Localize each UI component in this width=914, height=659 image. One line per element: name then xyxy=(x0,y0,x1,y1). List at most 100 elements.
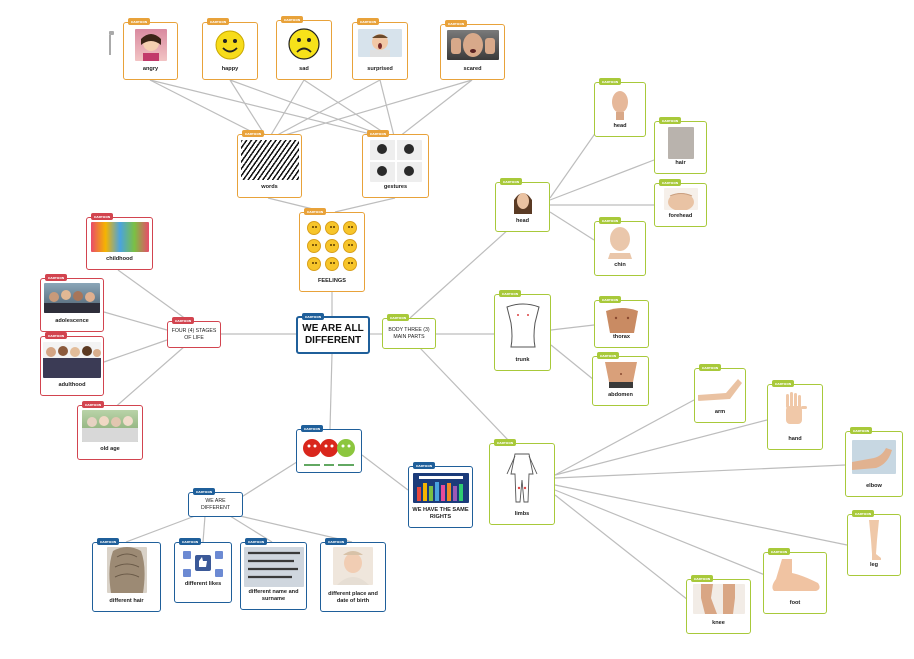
node-tag: ᴄᴀʀᴛᴏᴏɴ xyxy=(207,18,230,25)
thorax-photo xyxy=(604,305,640,333)
center-topic-label: WE ARE ALL DIFFERENT xyxy=(302,323,364,346)
node-label: different name and surname xyxy=(248,589,299,602)
emoji-icon xyxy=(307,257,321,271)
node-thorax[interactable]: ᴄᴀʀᴛᴏᴏɴ thorax xyxy=(594,296,649,348)
node-tag: ᴄᴀʀᴛᴏᴏɴ xyxy=(281,16,304,23)
node-tag: ᴄᴀʀᴛᴏᴏɴ xyxy=(45,332,68,339)
drag-handle-icon[interactable] xyxy=(108,31,115,55)
node-elbow[interactable]: ᴄᴀʀᴛᴏᴏɴ elbow xyxy=(845,427,903,497)
node-tag: ᴄᴀʀᴛᴏᴏɴ xyxy=(445,20,468,27)
node-tag: ᴄᴀʀᴛᴏᴏɴ xyxy=(599,217,622,224)
node-label: limbs xyxy=(514,511,530,517)
childhood-photo xyxy=(90,222,149,252)
node-words[interactable]: ᴄᴀʀᴛᴏᴏɴ words xyxy=(237,130,302,198)
node-we-are-different[interactable]: ᴄᴀʀᴛᴏᴏɴ WE ARE DIFFERENT xyxy=(188,488,243,517)
emoji-icon xyxy=(325,221,339,235)
node-abdomen[interactable]: ᴄᴀʀᴛᴏᴏɴ abdomen xyxy=(592,352,649,406)
node-body[interactable]: ᴄᴀʀᴛᴏᴏɴ BODY THREE (3) MAIN PARTS xyxy=(382,314,436,349)
node-gestures[interactable]: ᴄᴀʀᴛᴏᴏɴ gestures xyxy=(362,130,429,198)
emoji-icon xyxy=(307,239,321,253)
arm-photo xyxy=(698,375,742,401)
like-thumbs-icon xyxy=(181,549,225,579)
node-adolescence[interactable]: ᴄᴀʀᴛᴏᴏɴ adolescence xyxy=(40,274,104,332)
node-tag: ᴄᴀʀᴛᴏᴏɴ xyxy=(45,274,68,281)
emoji-icon xyxy=(325,257,339,271)
node-feelings[interactable]: ᴄᴀʀᴛᴏᴏɴ FEELINGS xyxy=(299,208,365,292)
node-tag: ᴄᴀʀᴛᴏᴏɴ xyxy=(599,296,622,303)
adulthood-photo xyxy=(43,342,101,378)
node-tag: ᴄᴀʀᴛᴏᴏɴ xyxy=(599,78,622,85)
node-tag: ᴄᴀʀᴛᴏᴏɴ xyxy=(367,130,390,137)
emoji-icon xyxy=(343,257,357,271)
emoji-icon xyxy=(307,221,321,235)
node-apples[interactable]: ᴄᴀʀᴛᴏᴏɴ xyxy=(296,425,362,473)
knee-photo xyxy=(692,584,745,614)
node-label: elbow xyxy=(866,483,882,489)
node-knee[interactable]: ᴄᴀʀᴛᴏᴏɴ knee xyxy=(686,575,751,634)
node-tag: ᴄᴀʀᴛᴏᴏɴ xyxy=(128,18,151,25)
node-chin[interactable]: ᴄᴀʀᴛᴏᴏɴ chin xyxy=(594,217,646,276)
node-label: sad xyxy=(299,66,309,72)
node-head-face[interactable]: ᴄᴀʀᴛᴏᴏɴ head xyxy=(594,78,646,137)
hand-photo xyxy=(782,392,808,426)
abdomen-photo xyxy=(601,362,641,388)
node-childhood[interactable]: ᴄᴀʀᴛᴏᴏɴ childhood xyxy=(86,213,153,270)
leg-photo xyxy=(865,520,883,560)
adolescence-photo xyxy=(44,283,100,313)
node-same-rights[interactable]: ᴄᴀʀᴛᴏᴏɴ WE HAVE THE SAME RIGHTS xyxy=(408,462,473,528)
node-label: childhood xyxy=(106,256,133,262)
node-tag: ᴄᴀʀᴛᴏᴏɴ xyxy=(172,317,195,324)
node-label: hand xyxy=(788,436,802,442)
node-sad[interactable]: ᴄᴀʀᴛᴏᴏɴ sad xyxy=(276,16,332,80)
node-trunk[interactable]: ᴄᴀʀᴛᴏᴏɴ trunk xyxy=(494,290,551,371)
node-angry[interactable]: ᴄᴀʀᴛᴏᴏɴ angry xyxy=(123,18,178,80)
forehead-photo xyxy=(663,188,698,210)
head-woman-photo xyxy=(510,188,535,216)
node-tag: ᴄᴀʀᴛᴏᴏɴ xyxy=(659,179,682,186)
node-label: forehead xyxy=(668,213,693,219)
node-different-likes[interactable]: ᴄᴀʀᴛᴏᴏɴ different likes xyxy=(174,538,232,603)
node-label: different place and date of birth xyxy=(328,591,378,604)
node-hand[interactable]: ᴄᴀʀᴛᴏᴏɴ hand xyxy=(767,380,823,450)
center-topic[interactable]: ᴄᴀʀᴛᴏᴏɴ WE ARE ALL DIFFERENT xyxy=(296,313,370,354)
node-tag: ᴄᴀʀᴛᴏᴏɴ xyxy=(301,425,324,432)
node-label: FEELINGS xyxy=(318,278,346,284)
node-hair[interactable]: ᴄᴀʀᴛᴏᴏɴ hair xyxy=(654,117,707,174)
node-four-stages[interactable]: ᴄᴀʀᴛᴏᴏɴ FOUR (4) STAGES OF LIFE xyxy=(167,317,221,348)
node-head[interactable]: ᴄᴀʀᴛᴏᴏɴ head xyxy=(495,178,550,232)
node-tag: ᴄᴀʀᴛᴏᴏɴ xyxy=(325,538,348,545)
elbow-photo xyxy=(852,440,896,474)
node-different-name[interactable]: ᴄᴀʀᴛᴏᴏɴ different name and surname xyxy=(240,538,307,610)
node-leg[interactable]: ᴄᴀʀᴛᴏᴏɴ leg xyxy=(847,510,901,576)
node-label: old age xyxy=(100,446,120,452)
chin-photo xyxy=(605,227,635,259)
node-label: words xyxy=(261,184,278,190)
apples-image xyxy=(300,434,358,470)
node-tag: ᴄᴀʀᴛᴏᴏɴ xyxy=(691,575,714,582)
node-adulthood[interactable]: ᴄᴀʀᴛᴏᴏɴ adulthood xyxy=(40,332,104,396)
node-label: WE HAVE THE SAME RIGHTS xyxy=(412,507,469,520)
node-happy[interactable]: ᴄᴀʀᴛᴏᴏɴ happy xyxy=(202,18,258,80)
node-tag: ᴄᴀʀᴛᴏᴏɴ xyxy=(82,401,105,408)
scared-man-photo xyxy=(446,30,499,60)
node-forehead[interactable]: ᴄᴀʀᴛᴏᴏɴ forehead xyxy=(654,179,707,227)
baby-photo xyxy=(333,547,373,585)
hair-photo xyxy=(667,127,694,159)
node-different-place[interactable]: ᴄᴀʀᴛᴏᴏɴ different place and date of birt… xyxy=(320,538,386,612)
node-surprised[interactable]: ᴄᴀʀᴛᴏᴏɴ surprised xyxy=(352,18,408,80)
node-tag: ᴄᴀʀᴛᴏᴏɴ xyxy=(659,117,682,124)
node-scared[interactable]: ᴄᴀʀᴛᴏᴏɴ scared xyxy=(440,20,505,80)
node-label: arm xyxy=(714,409,726,415)
node-old-age[interactable]: ᴄᴀʀᴛᴏᴏɴ old age xyxy=(77,401,143,460)
node-different-hair[interactable]: ᴄᴀʀᴛᴏᴏɴ different hair xyxy=(92,538,161,612)
node-tag: ᴄᴀʀᴛᴏᴏɴ xyxy=(193,488,216,495)
node-arm[interactable]: ᴄᴀʀᴛᴏᴏɴ arm xyxy=(694,364,746,423)
node-label: angry xyxy=(142,66,159,72)
node-label: WE ARE DIFFERENT xyxy=(200,497,231,511)
node-tag: ᴄᴀʀᴛᴏᴏɴ xyxy=(597,352,620,359)
node-foot[interactable]: ᴄᴀʀᴛᴏᴏɴ foot xyxy=(763,548,827,614)
node-limbs[interactable]: ᴄᴀʀᴛᴏᴏɴ limbs xyxy=(489,439,555,525)
node-label: gestures xyxy=(383,184,408,190)
node-label: foot xyxy=(789,600,801,606)
